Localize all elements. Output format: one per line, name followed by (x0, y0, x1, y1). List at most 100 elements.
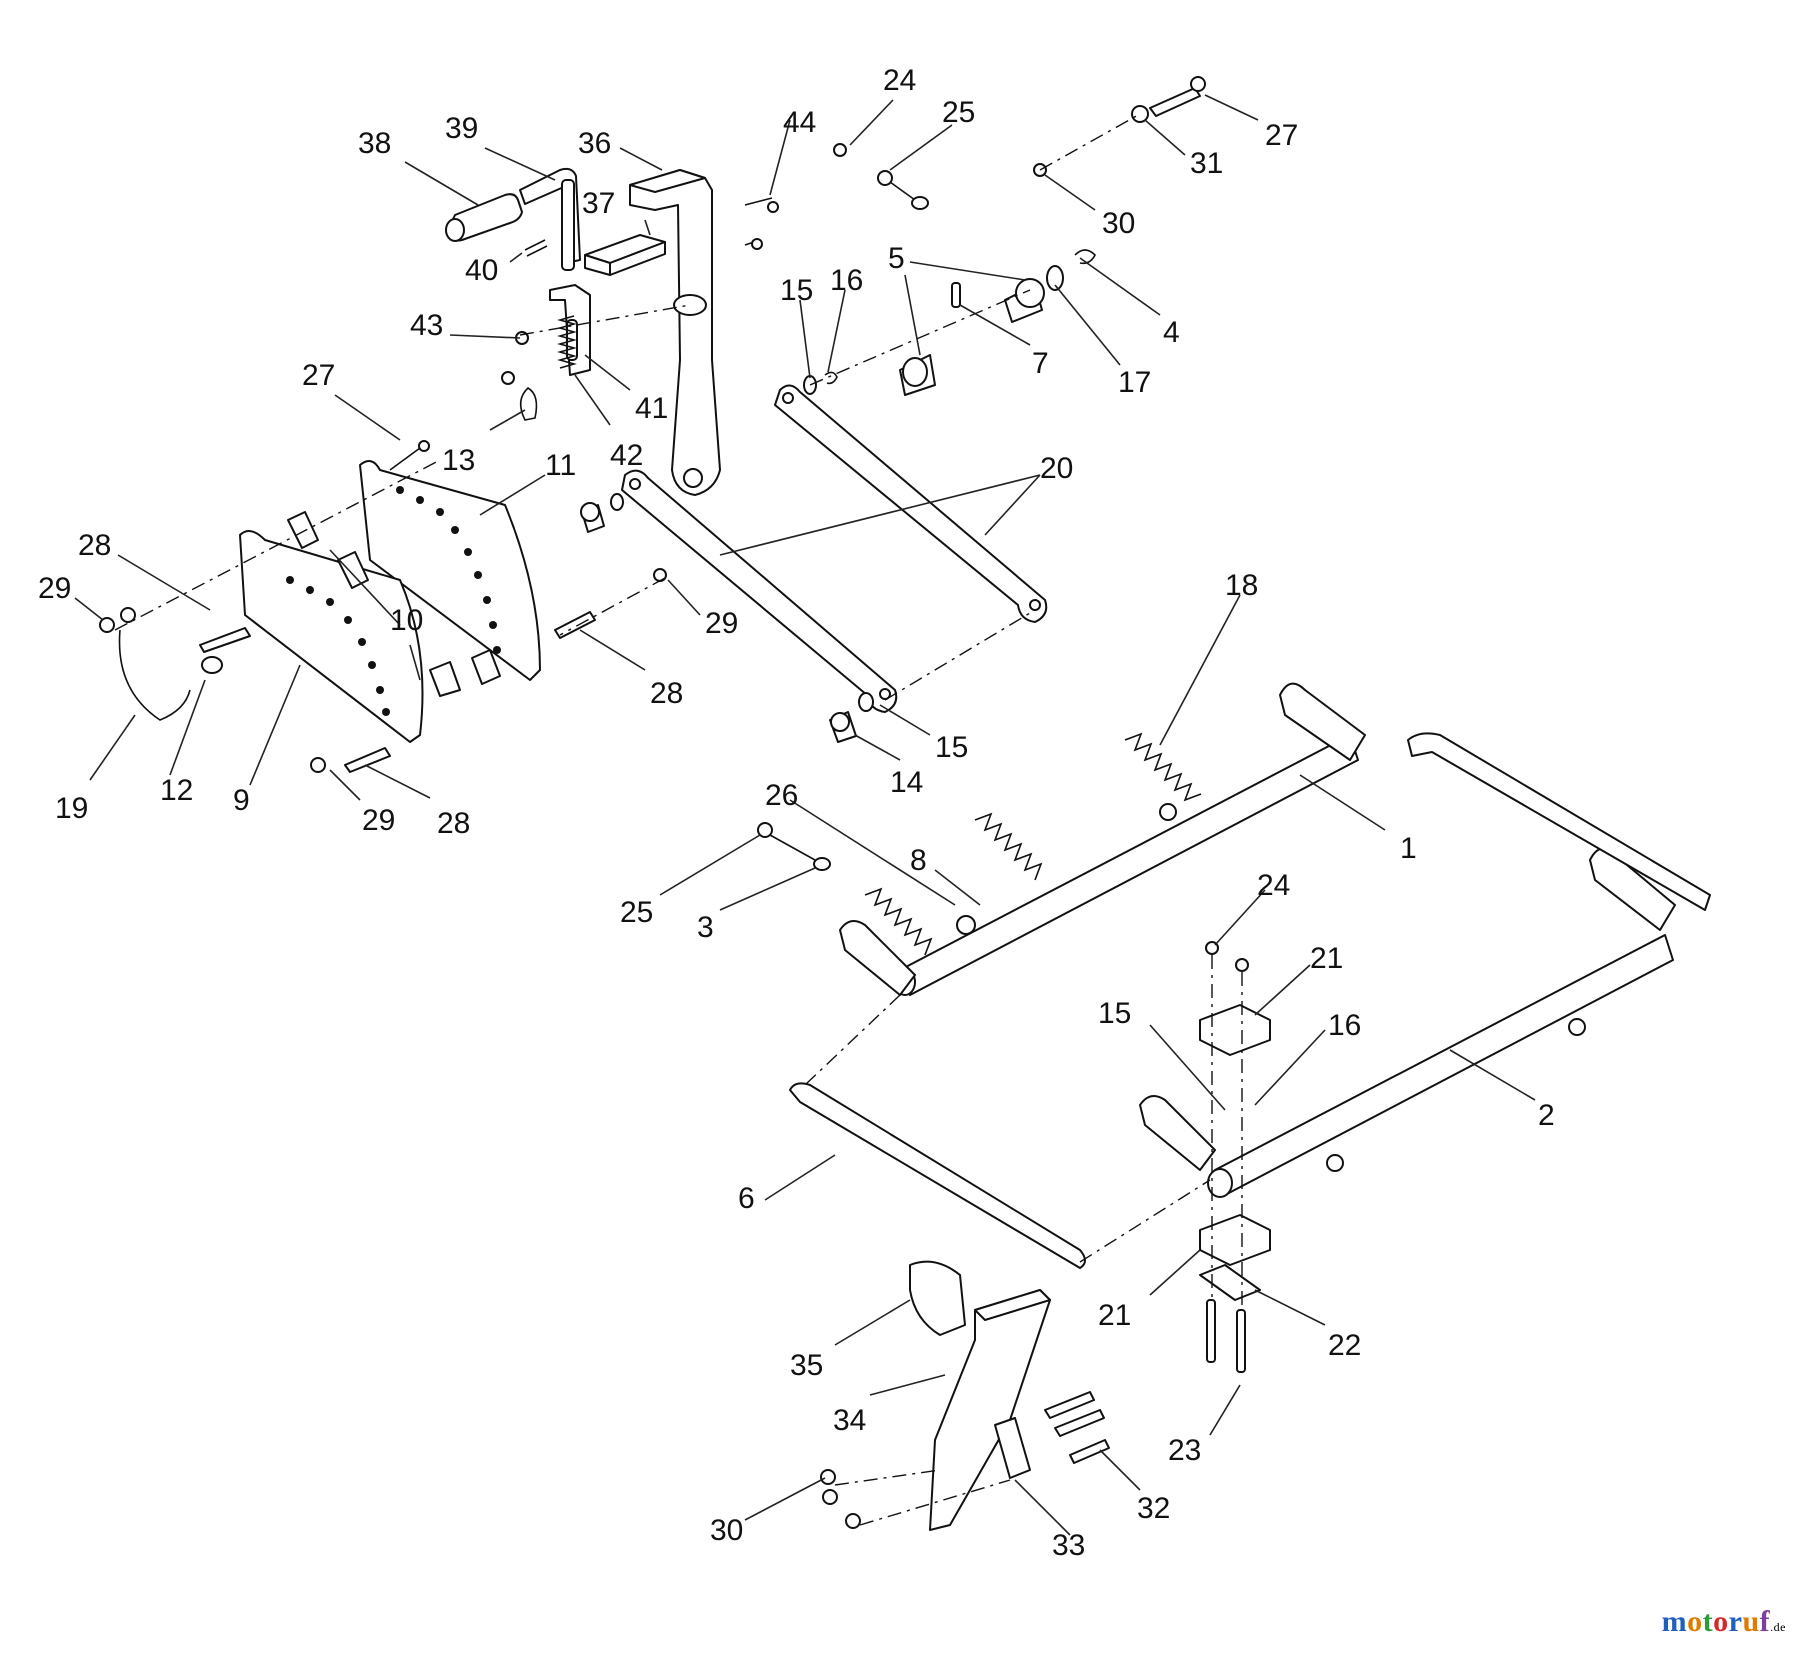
nuts-29 (99, 568, 667, 773)
handle-39 (519, 167, 581, 271)
logo-suffix: .de (1770, 1620, 1786, 1634)
callout-29-mid: 29 (705, 607, 738, 640)
callout-39: 39 (445, 112, 478, 145)
logo-letter: f (1759, 1605, 1771, 1638)
key-40 (524, 239, 548, 257)
plate-22 (1199, 1264, 1261, 1301)
callout-29-left: 29 (38, 572, 71, 605)
bolts-28 (199, 611, 596, 773)
bolt-27-left (389, 440, 430, 471)
callout-40: 40 (465, 254, 498, 287)
callout-14: 14 (890, 766, 923, 799)
callout-18: 18 (1225, 569, 1258, 602)
callout-12: 12 (160, 774, 193, 807)
callout-37: 37 (582, 187, 615, 220)
pad-37 (584, 234, 666, 276)
callout-38: 38 (358, 127, 391, 160)
callout-44: 44 (783, 106, 816, 139)
pin-14-washer-15 (829, 692, 874, 743)
callout-21-lower: 21 (1098, 1299, 1131, 1332)
springs-18-26 (864, 732, 1202, 956)
arm-lower-center (1139, 1095, 1216, 1171)
callout-9: 9 (233, 784, 250, 817)
cable-19-pin-12 (118, 629, 223, 721)
callout-5: 5 (888, 242, 905, 275)
bolts-23 (1206, 1299, 1246, 1373)
callout-28-left: 28 (78, 529, 111, 562)
callout-15-top: 15 (780, 274, 813, 307)
rod-6 (789, 1082, 1086, 1269)
nut-43 (501, 331, 529, 385)
rod-upper-right (1407, 732, 1711, 911)
lift-shaft-2 (1207, 847, 1676, 1198)
callout-31: 31 (1190, 147, 1223, 180)
pin-7 (951, 282, 961, 308)
callout-21-upper: 21 (1310, 942, 1343, 975)
guide-35 (909, 1260, 966, 1336)
logo-wordmark: motoruf (1662, 1605, 1771, 1638)
callout-3: 3 (697, 911, 714, 944)
bolt-27-top (1033, 76, 1206, 177)
callout-labels: 38 39 36 44 24 25 27 31 30 37 40 15 16 5… (38, 64, 1555, 1562)
bolt-44 (744, 197, 779, 250)
callout-19: 19 (55, 792, 88, 825)
logo-letter: m (1661, 1605, 1688, 1638)
callout-13: 13 (442, 444, 475, 477)
bracket-34 (929, 1289, 1051, 1531)
spring-42 (557, 315, 577, 369)
callout-27-left: 27 (302, 359, 335, 392)
motoruf-logo: motoruf.de (1662, 1605, 1786, 1639)
callout-22: 22 (1328, 1329, 1361, 1362)
hairpin-13 (519, 387, 538, 421)
callout-30-bottom: 30 (710, 1514, 743, 1547)
logo-letter: u (1742, 1605, 1760, 1638)
callout-2: 2 (1538, 1099, 1555, 1132)
callout-33: 33 (1052, 1529, 1085, 1562)
bushing-5 (899, 278, 1045, 396)
logo-letter: o (1713, 1605, 1729, 1638)
callout-26: 26 (765, 779, 798, 812)
callout-24-top: 24 (883, 64, 916, 97)
bolts-32 (1044, 1391, 1110, 1464)
callout-7: 7 (1032, 347, 1049, 380)
eyebolt-25-top (833, 143, 929, 210)
callout-28-bottom: 28 (437, 807, 470, 840)
callout-42: 42 (610, 439, 643, 472)
callout-8: 8 (910, 844, 927, 877)
callout-41: 41 (635, 392, 668, 425)
blocks-21 (1199, 1004, 1271, 1266)
callout-25-top: 25 (942, 96, 975, 129)
callout-6: 6 (738, 1182, 755, 1215)
link-bar-20-upper (774, 384, 1048, 623)
pin-38 (445, 193, 523, 242)
logo-letter: o (1687, 1605, 1703, 1638)
callout-15-lower: 15 (1098, 997, 1131, 1030)
callout-10: 10 (390, 604, 423, 637)
link-bar-20-lower (621, 469, 898, 713)
callout-16-lower: 16 (1328, 1009, 1361, 1042)
callout-23: 23 (1168, 1434, 1201, 1467)
callout-29-bottom: 29 (362, 804, 395, 837)
washers-clips-right (956, 803, 1586, 1172)
spacer-10 (287, 511, 501, 697)
logo-letter: r (1728, 1605, 1743, 1638)
callout-35: 35 (790, 1349, 823, 1382)
pin-left-shaft (580, 493, 624, 533)
callout-28-mid: 28 (650, 677, 683, 710)
plate-holes (286, 486, 501, 716)
callout-27-top: 27 (1265, 119, 1298, 152)
leader-lines (74, 94, 1536, 1536)
bracket-41 (549, 284, 591, 376)
callout-17: 17 (1118, 366, 1151, 399)
callout-25-lower: 25 (620, 896, 653, 929)
arm-left-lower (839, 920, 916, 996)
callout-11: 11 (545, 449, 576, 482)
callout-36: 36 (578, 127, 611, 160)
washer-17-clip-4 (1046, 249, 1096, 291)
callout-43: 43 (410, 309, 443, 342)
callout-34: 34 (833, 1404, 866, 1437)
callout-4: 4 (1163, 316, 1180, 349)
eyebolt-25-lower (757, 822, 831, 871)
callout-20: 20 (1040, 452, 1073, 485)
